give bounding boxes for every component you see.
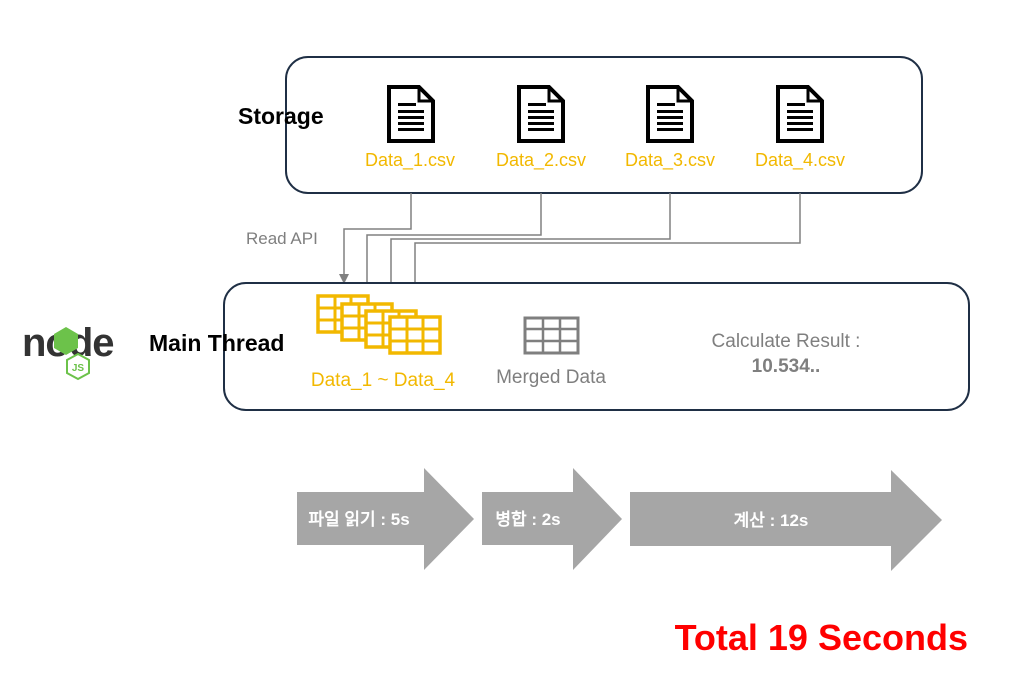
file-label-data-2: Data_2.csv (496, 150, 586, 171)
merged-data-label: Merged Data (496, 367, 606, 388)
read-api-label: Read API (246, 229, 318, 248)
document-icon (646, 85, 694, 143)
storage-title: Storage (238, 103, 324, 129)
read-connector-1 (339, 193, 412, 284)
file-label-data-1: Data_1.csv (365, 150, 455, 171)
calculate-result-value: 10.534.. (752, 356, 821, 377)
nodejs-logo: node JS (22, 321, 115, 381)
js-badge-text: JS (72, 363, 85, 374)
step-label-calculate: 계산 : 12s (734, 511, 809, 530)
main-thread-title: Main Thread (149, 330, 284, 356)
step-arrow-calculate (630, 470, 942, 571)
step-arrow-merge (482, 468, 622, 570)
document-icon (387, 85, 435, 143)
js-hexagon-icon (66, 352, 90, 381)
step-label-merge: 병합 : 2s (495, 509, 560, 529)
node-hexagon-icon (54, 327, 78, 355)
calculate-result-label: Calculate Result : (712, 331, 861, 352)
data-table-icon (388, 315, 442, 355)
read-connector-4 (410, 193, 801, 306)
document-icon (776, 85, 824, 143)
step-label-read: 파일 읽기 : 5s (308, 510, 409, 529)
read-connector-3 (386, 193, 671, 300)
merged-table-icon (523, 316, 580, 355)
file-label-data-3: Data_3.csv (625, 150, 715, 171)
storage-box (285, 56, 923, 194)
total-time-label: Total 19 Seconds (675, 617, 968, 658)
document-icon (517, 85, 565, 143)
loaded-data-label: Data_1 ~ Data_4 (311, 370, 456, 391)
step-arrow-read (297, 468, 474, 570)
file-label-data-4: Data_4.csv (755, 150, 845, 171)
read-connector-2 (362, 193, 542, 292)
